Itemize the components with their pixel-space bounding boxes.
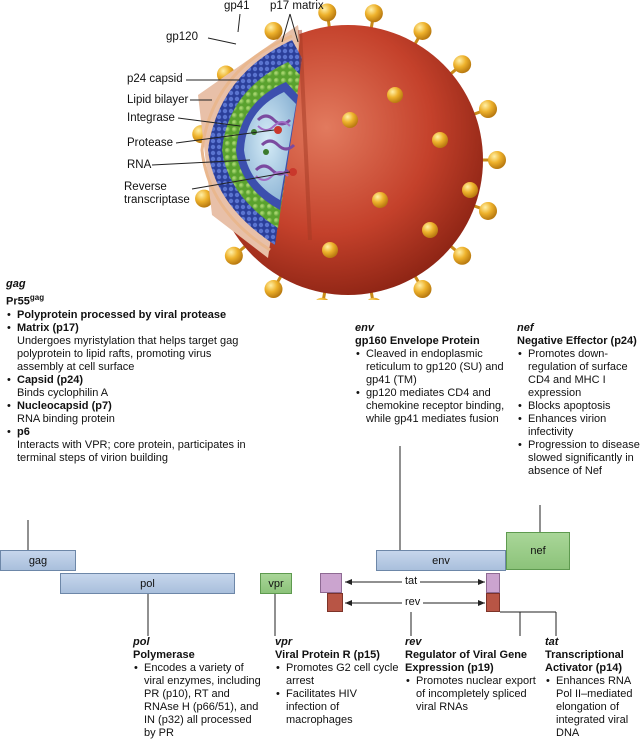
spike-knob xyxy=(195,189,214,208)
nef-panel: nef Negative Effector (p24) Promotes dow… xyxy=(517,322,641,478)
gene-nef: nef xyxy=(506,532,570,570)
gene-vpr: vpr xyxy=(260,573,292,594)
label-reverse-transcriptase: Reverse transcriptase xyxy=(124,181,190,207)
env-bullet: Cleaved in endoplasmic reticulum to gp12… xyxy=(355,348,510,387)
rev-gene-name: rev xyxy=(405,636,422,648)
tat-protein-name: Transcriptional Activator (p14) xyxy=(545,649,624,674)
gag-item-title: Polyprotein processed by viral protease xyxy=(17,308,227,321)
nef-bullet: Blocks apoptosis xyxy=(517,400,641,413)
tat-gene-name: tat xyxy=(545,636,559,648)
tat-panel: tat Transcriptional Activator (p14) Enha… xyxy=(545,636,640,740)
surface-spike xyxy=(422,222,438,238)
gag-item-title: Capsid (p24) xyxy=(17,373,84,386)
label-gp41: gp41 xyxy=(224,0,250,12)
rev-protein-name: Regulator of Viral Gene Expression (p19) xyxy=(405,649,528,674)
spike-knob xyxy=(479,201,498,220)
rev-exon-2 xyxy=(486,593,500,612)
gag-item-title: p6 xyxy=(17,425,30,438)
nef-protein-name: Negative Effector (p24) xyxy=(517,335,637,347)
gag-item: Nucleocapsid (p7)RNA binding protein xyxy=(6,400,251,426)
surface-spike xyxy=(432,132,448,148)
surface-spike xyxy=(387,87,403,103)
tat-bullet: Enhances RNA Pol II–mediated elongation … xyxy=(545,675,640,740)
pol-protein-name: Polymerase xyxy=(133,649,195,661)
spike-knob xyxy=(479,100,498,119)
spike-knob xyxy=(264,21,283,40)
surface-spike xyxy=(322,242,338,258)
label-protease: Protease xyxy=(127,137,174,149)
gag-protein-sup: gag xyxy=(29,293,45,302)
tat-exon-2 xyxy=(486,573,500,593)
pol-panel: pol Polymerase Encodes a variety of vira… xyxy=(133,636,263,740)
pol-gene-name: pol xyxy=(133,636,150,648)
nef-bullet: Enhances virion infectivity xyxy=(517,413,641,439)
gag-panel: gag Pr55gag Polyprotein processed by vir… xyxy=(6,278,251,465)
spike-knob xyxy=(367,297,380,300)
env-protein-name: gp160 Envelope Protein xyxy=(355,335,480,347)
label-gp120: gp120 xyxy=(166,31,198,43)
rev-arrow-label: rev xyxy=(402,596,424,608)
env-gene-name: env xyxy=(355,322,374,334)
virion-leader-lines xyxy=(151,13,299,190)
vpr-bullet: Promotes G2 cell cycle arrest xyxy=(275,662,400,688)
spike-knob xyxy=(364,4,383,23)
spike-knob xyxy=(413,280,432,299)
vpr-panel: vpr Viral Protein R (p15) Promotes G2 ce… xyxy=(275,636,400,727)
label-reverse-transcriptase-line1: Reverse xyxy=(124,181,167,193)
gag-item: Matrix (p17)Undergoes myristylation that… xyxy=(6,322,251,374)
spike-knob xyxy=(453,246,472,265)
nef-gene-name: nef xyxy=(517,322,534,334)
nef-bullet: Progression to disease slowed significan… xyxy=(517,439,641,478)
virion-cutaway xyxy=(198,25,312,258)
gag-item-title: Nucleocapsid (p7) xyxy=(17,399,112,412)
hiv-virion-illustration xyxy=(151,3,506,300)
spike-knob xyxy=(453,55,472,74)
surface-spike xyxy=(342,112,358,128)
nef-bullet: Promotes down-regulation of surface CD4 … xyxy=(517,348,641,400)
surface-spike xyxy=(462,182,478,198)
gag-item-desc: Interacts with VPR; core protein, partic… xyxy=(17,438,246,464)
gag-item-desc: RNA binding protein xyxy=(17,412,115,425)
pol-bullet: Encodes a variety of viral enzymes, incl… xyxy=(133,662,263,740)
gag-item: Capsid (p24)Binds cyclophilin A xyxy=(6,374,251,400)
gag-protein: Pr55 xyxy=(6,295,30,308)
label-lipid-bilayer: Lipid bilayer xyxy=(127,94,189,106)
vpr-bullet: Facilitates HIV infection of macrophages xyxy=(275,688,400,727)
rev-exon-1 xyxy=(327,593,343,612)
vpr-gene-name: vpr xyxy=(275,636,293,648)
tat-exon-1 xyxy=(320,573,342,593)
label-integrase: Integrase xyxy=(127,112,175,124)
label-p17-matrix: p17 matrix xyxy=(270,0,324,12)
rev-panel: rev Regulator of Viral Gene Expression (… xyxy=(405,636,540,714)
gag-item: Polyprotein processed by viral protease xyxy=(6,309,251,322)
tat-arrow-label: tat xyxy=(402,575,421,587)
gene-gag: gag xyxy=(0,550,76,571)
gene-pol: pol xyxy=(60,573,235,594)
label-rna: RNA xyxy=(127,159,152,171)
spike-knob xyxy=(413,21,432,40)
rev-bullet: Promotes nuclear export of incompletely … xyxy=(405,675,540,714)
vpr-protein-name: Viral Protein R (p15) xyxy=(275,649,380,661)
gag-protein-name: Pr55gag xyxy=(6,291,251,309)
spike-knob xyxy=(316,297,329,300)
spike-knob xyxy=(488,151,506,169)
spike-knob xyxy=(264,280,283,299)
spike-knob xyxy=(224,246,243,265)
spike-knob xyxy=(318,3,337,22)
surface-spike xyxy=(372,192,388,208)
gag-items: Polyprotein processed by viral protease … xyxy=(6,309,251,465)
gene-env: env xyxy=(376,550,506,571)
label-reverse-transcriptase-line2: transcriptase xyxy=(124,194,190,206)
label-p24-capsid: p24 capsid xyxy=(127,73,183,85)
gag-gene-name: gag xyxy=(6,278,26,290)
gag-item-desc: Binds cyclophilin A xyxy=(17,386,109,399)
env-panel: env gp160 Envelope Protein Cleaved in en… xyxy=(355,322,510,426)
env-bullet: gp120 mediates CD4 and chemokine recepto… xyxy=(355,387,510,426)
gag-item-title: Matrix (p17) xyxy=(17,321,79,334)
gag-item-desc: Undergoes myristylation that helps targe… xyxy=(17,334,239,373)
